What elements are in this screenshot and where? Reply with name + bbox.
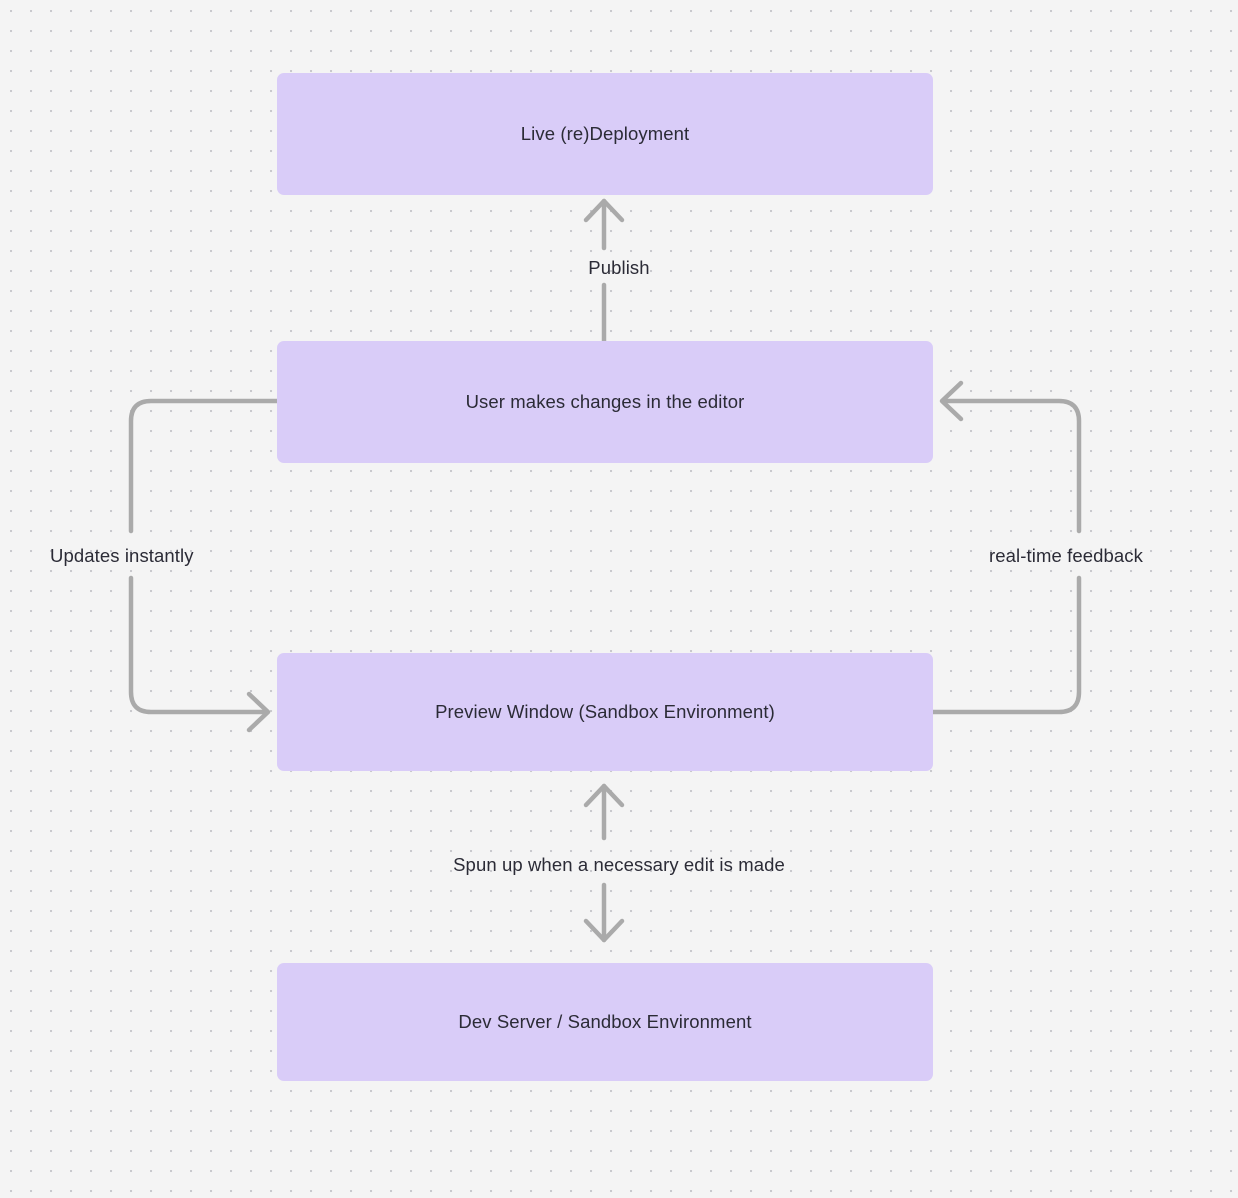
edge-label-spun-up: Spun up when a necessary edit is made <box>453 854 785 875</box>
edge-publish-arrowhead-icon <box>583 198 625 223</box>
node-live-deployment[interactable]: Live (re)Deployment <box>277 73 933 195</box>
node-dev-server-label: Dev Server / Sandbox Environment <box>458 1010 752 1032</box>
node-live-deployment-label: Live (re)Deployment <box>520 122 690 144</box>
edge-updates-arrowhead-icon <box>246 691 271 733</box>
edge-updates-lower <box>128 575 269 715</box>
edge-realtime-arrowhead-icon <box>939 380 964 422</box>
node-dev-server[interactable]: Dev Server / Sandbox Environment <box>277 963 933 1081</box>
edge-label-publish: Publish <box>588 257 650 278</box>
edge-realtime-lower <box>930 575 1082 715</box>
node-user-makes-changes[interactable]: User makes changes in the editor <box>277 341 933 463</box>
edge-updates-upper <box>128 398 280 534</box>
edge-spun-down-arrowhead-icon <box>583 918 625 943</box>
edge-spun-up-arrowhead-icon <box>583 783 625 808</box>
edge-label-real-time-feedback: real-time feedback <box>989 545 1143 566</box>
edge-label-updates-instantly: Updates instantly <box>50 545 194 566</box>
edge-realtime-upper <box>941 398 1082 534</box>
node-user-makes-changes-label: User makes changes in the editor <box>465 390 745 412</box>
node-preview-window[interactable]: Preview Window (Sandbox Environment) <box>277 653 933 771</box>
node-preview-window-label: Preview Window (Sandbox Environment) <box>435 700 775 722</box>
